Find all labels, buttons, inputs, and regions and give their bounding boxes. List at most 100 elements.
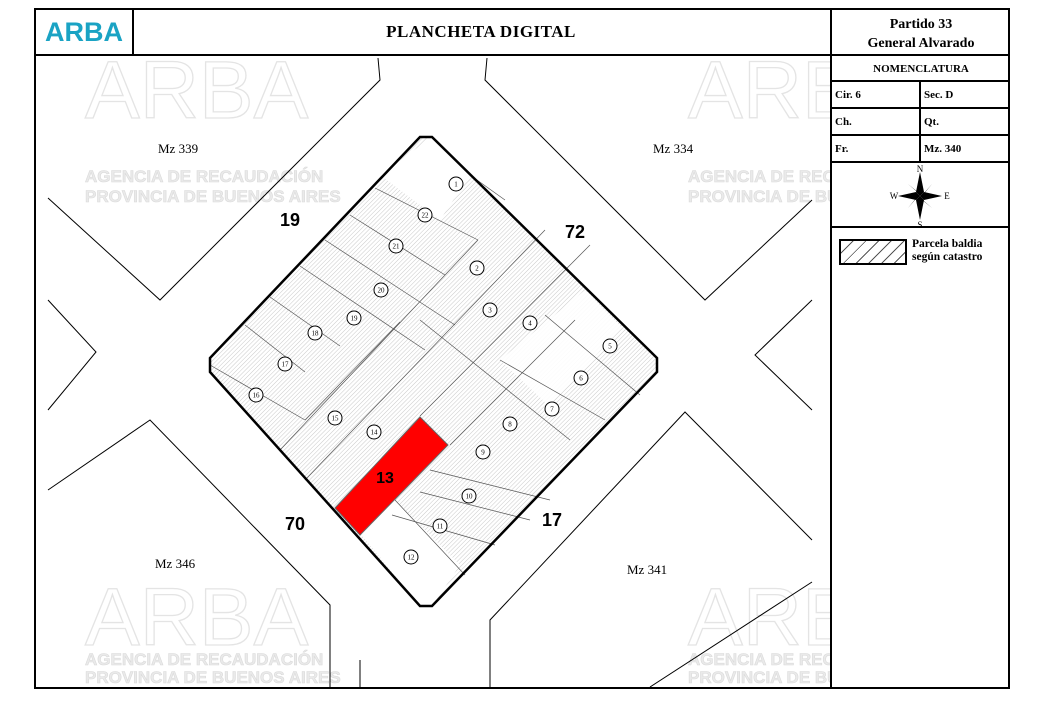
parcel-circle[interactable]	[522, 315, 538, 331]
panel-divider	[830, 8, 832, 689]
parcel-circle[interactable]	[277, 356, 293, 372]
parcel-number: 19	[351, 315, 359, 323]
compass-n: N	[917, 164, 924, 174]
block-mz340	[208, 135, 659, 608]
street-lines	[47, 57, 813, 687]
parcel-number: 9	[481, 449, 485, 457]
legend-label-1: Parcela baldia	[912, 238, 983, 250]
street-label-17: 17	[542, 510, 562, 530]
watermark-arba: ARBA	[688, 572, 830, 663]
parcel-number: 10	[466, 493, 474, 501]
quinta: Qt.	[921, 109, 1010, 136]
parcel-number: 12	[408, 554, 416, 562]
watermark-arba: ARBA	[85, 572, 309, 663]
parcel-circle[interactable]	[573, 370, 589, 386]
compass-w: W	[890, 191, 899, 201]
watermark-line1: AGENCIA DE RECAUDACIÓN	[85, 167, 323, 186]
manzana-label-ne: Mz 334	[653, 141, 694, 156]
manzana-label-nw: Mz 339	[158, 141, 198, 156]
compass-icon: N S E W	[890, 164, 951, 230]
street-label-70: 70	[285, 514, 305, 534]
parcel-number: 22	[422, 212, 430, 220]
street-label-19: 19	[280, 210, 300, 230]
parcel-circle[interactable]	[461, 488, 477, 504]
block-mz339-edge	[47, 57, 381, 301]
block-mz334-edge	[484, 57, 813, 301]
watermark-line1: AGENCIA DE RECAUDACIÓN	[85, 650, 323, 669]
legend-hatch-swatch	[839, 239, 907, 265]
parcel-number: 11	[437, 523, 444, 531]
watermark-line1: AGENCIA DE RECAUDACIÓN	[688, 650, 830, 669]
cadastral-map[interactable]: ARBA AGENCIA DE RECAUDACIÓN PROVINCIA DE…	[36, 56, 830, 687]
parcel-number: 21	[393, 243, 401, 251]
arba-logo: ARBA	[36, 10, 134, 54]
watermark-arba: ARBA	[688, 56, 830, 136]
block-edge	[47, 299, 97, 411]
watermark-line2: PROVINCIA DE BUENOS AIRES	[688, 668, 830, 687]
parcel-circle[interactable]	[417, 207, 433, 223]
parcel-circle[interactable]	[602, 338, 618, 354]
parcel-number: 6	[579, 375, 583, 383]
parcel-number: 17	[282, 361, 290, 369]
parcel-number: 15	[332, 415, 340, 423]
page-title: PLANCHETA DIGITAL	[386, 22, 576, 41]
parcel-circle[interactable]	[366, 424, 382, 440]
partido-name: General Alvarado	[867, 36, 975, 51]
parcel-circle[interactable]	[307, 325, 323, 341]
parcel-number: 2	[475, 265, 479, 273]
watermarks: ARBA AGENCIA DE RECAUDACIÓN PROVINCIA DE…	[84, 56, 830, 687]
parcel-circle[interactable]	[403, 549, 419, 565]
parcel-circle[interactable]	[475, 444, 491, 460]
compass-s: S	[917, 220, 922, 228]
compass-rose: N S E W	[832, 163, 1010, 230]
block-mz346-edge	[47, 419, 331, 687]
parcel-number: 16	[253, 392, 261, 400]
divider	[36, 54, 832, 56]
watermark-line1: AGENCIA DE RECAUDACIÓN	[688, 167, 830, 186]
map-frame	[34, 8, 1010, 689]
selected-parcel-13[interactable]	[334, 416, 449, 536]
parcel-number: 5	[608, 343, 612, 351]
parcel-number: 18	[312, 330, 320, 338]
parcel-circle[interactable]	[482, 302, 498, 318]
seccion: Sec. D	[921, 82, 1010, 109]
manzana: Mz. 340	[921, 136, 1010, 163]
parcel-circle[interactable]	[373, 282, 389, 298]
parcel-circle[interactable]	[544, 401, 560, 417]
parcel-number: 3	[488, 307, 492, 315]
nomenclatura-heading: NOMENCLATURA	[832, 56, 1010, 82]
parcel-circle[interactable]	[469, 260, 485, 276]
legend-label-2: según catastro	[912, 251, 983, 263]
parcel-number: 4	[528, 320, 532, 328]
parcel-circle[interactable]	[327, 410, 343, 426]
parcel-circle[interactable]	[248, 387, 264, 403]
manzana-label-se: Mz 341	[627, 562, 667, 577]
block-mz341-edge	[489, 411, 813, 687]
parcel-labels: 1 22 21 20 19 18 17 16 15 14 2 3 4 5 6 7 8 9 10 11 12	[248, 176, 618, 565]
fraccion: Fr.	[832, 136, 921, 163]
parcel-circle[interactable]	[432, 518, 448, 534]
parcel-number: 20	[378, 287, 386, 295]
parcel-number: 8	[508, 421, 512, 429]
compass-e: E	[944, 191, 950, 201]
partido-box: Partido 33 General Alvarado	[832, 10, 1010, 56]
parcel-number: 1	[454, 181, 458, 189]
circunscripcion: Cir. 6	[832, 82, 921, 109]
parcel-number: 14	[371, 429, 379, 437]
legend: Parcela baldia según catastro	[832, 228, 1010, 278]
manzana-label-sw: Mz 346	[155, 556, 196, 571]
watermark-line2: PROVINCIA DE BUENOS AIRES	[688, 187, 830, 206]
block-edge	[754, 299, 813, 411]
parcel-circle[interactable]	[502, 416, 518, 432]
watermark-line2: PROVINCIA DE BUENOS AIRES	[85, 187, 341, 206]
street-label-72: 72	[565, 222, 585, 242]
watermark-line2: PROVINCIA DE BUENOS AIRES	[85, 668, 341, 687]
partido-number: Partido 33	[889, 17, 953, 32]
parcel-circle[interactable]	[448, 176, 464, 192]
parcel-circle[interactable]	[346, 310, 362, 326]
watermark-arba: ARBA	[85, 56, 309, 136]
parcel-number: 7	[550, 406, 554, 414]
block-edge	[649, 581, 813, 687]
parcel-circle[interactable]	[388, 238, 404, 254]
chacra: Ch.	[832, 109, 921, 136]
